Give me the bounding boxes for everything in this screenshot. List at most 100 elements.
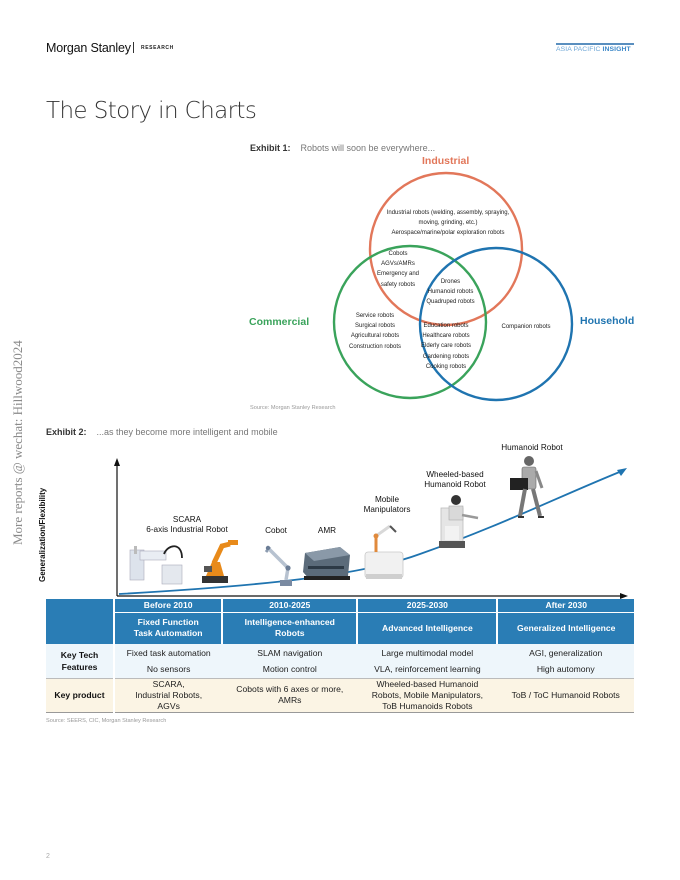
exhibit2-label: Exhibit 2: xyxy=(46,427,87,437)
region-household-only: Companion robots xyxy=(491,322,561,332)
circle-household xyxy=(418,246,574,402)
cell-line: Cobots with 6 axes or more, xyxy=(236,684,344,694)
stage-header: Generalized Intelligence xyxy=(496,612,634,644)
cell-line: Wheeled-based Humanoid xyxy=(376,678,479,689)
region-all-three: Drones Humanoid robots Quadruped robots xyxy=(418,277,483,308)
exhibit1-title: Robots will soon be everywhere... xyxy=(300,143,436,153)
exhibit2-heading: Exhibit 2: ...as they become more intelli… xyxy=(46,427,278,437)
table-cell: High automony xyxy=(497,661,634,678)
table-cell: Cobots with 6 axes or more,AMRs xyxy=(222,677,358,713)
region-item: Service robots xyxy=(355,313,395,319)
region-industrial-only: Industrial robots (welding, assembly, sp… xyxy=(383,208,513,239)
wheeled-humanoid-image xyxy=(439,495,479,548)
exhibit2-source: Source: SEERS, CIC, Morgan Stanley Resea… xyxy=(46,718,167,724)
period-header: Before 2010 xyxy=(112,599,223,613)
brand-logo: Morgan Stanley xyxy=(46,41,131,55)
set-label-commercial: Commercial xyxy=(249,316,310,328)
robot-label-line: 6-axis Industrial Robot xyxy=(146,525,228,534)
region-commercial-household: Education robots Healthcare robots Elder… xyxy=(411,321,481,372)
series-label: ASIA PACIFIC INSIGHT xyxy=(556,46,631,53)
circle-commercial xyxy=(332,244,488,400)
table-cell: Large multimodal model xyxy=(357,644,498,661)
page-number: 2 xyxy=(46,853,50,860)
cell-line: ToB Humanoids Robots xyxy=(382,700,473,711)
table-cell: No sensors xyxy=(114,661,223,678)
table-cell: VLA, reinforcement learning xyxy=(357,661,498,678)
table-period-row: Before 2010 2010-2025 2025-2030 After 20… xyxy=(46,599,634,644)
region-item: Aerospace/marine/polar exploration robot… xyxy=(391,230,505,237)
row-header-line: Features xyxy=(61,661,98,672)
table-cell: SCARA,Industrial Robots,AGVs xyxy=(114,677,223,713)
region-item: Humanoid robots xyxy=(427,289,474,296)
robot-label-line: Wheeled-based xyxy=(426,470,484,479)
table-cell: AGI, generalization xyxy=(497,644,634,661)
region-item: AGVs/AMRs xyxy=(381,261,415,268)
cell-line: SCARA, xyxy=(152,678,185,689)
scara-robot-image xyxy=(129,545,183,585)
table-row: No sensors Motion control VLA, reinforce… xyxy=(46,661,634,678)
stage-line: Generalized Intelligence xyxy=(517,622,616,633)
region-item: moving, grinding, etc.) xyxy=(418,220,478,227)
region-item: Industrial robots (welding, assembly, sp… xyxy=(386,210,510,216)
robot-label-line: Humanoid Robot xyxy=(424,480,486,489)
period-header: After 2030 xyxy=(496,599,634,613)
cell-line: Robots, Mobile Manipulators, xyxy=(371,689,483,700)
series-suffix: INSIGHT xyxy=(602,46,631,53)
set-label-industrial: Industrial xyxy=(422,155,470,167)
cobot-image xyxy=(264,545,292,586)
industrial-robot-image xyxy=(202,540,238,583)
table-cell: SLAM navigation xyxy=(222,644,358,661)
venn-circles xyxy=(332,171,574,402)
cell-line: AGVs xyxy=(157,700,180,711)
y-axis-arrow xyxy=(114,458,120,466)
region-item: Surgical robots xyxy=(354,323,396,330)
stage-line: Fixed Function xyxy=(137,617,199,628)
row-header-line: Key Tech xyxy=(60,649,99,660)
exhibit1-label: Exhibit 1: xyxy=(250,143,291,153)
venn-diagram: Industrial Commercial Household Industri… xyxy=(240,150,650,410)
region-item: Emergency and xyxy=(376,271,420,278)
robot-label-amr: AMR xyxy=(317,526,337,535)
page-title: The Story in Charts xyxy=(46,98,257,124)
growth-curve xyxy=(118,470,623,595)
region-item: Healthcare robots xyxy=(422,333,470,340)
exhibit1-heading: Exhibit 1: Robots will soon be everywhere… xyxy=(250,143,435,153)
row-header-key-product: Key product xyxy=(46,677,115,713)
exhibit2-title: ...as they become more intelligent and m… xyxy=(96,427,278,437)
mobile-manipulator-image xyxy=(364,524,404,579)
region-item: Drones xyxy=(440,279,461,285)
robot-label-cobot: Cobot xyxy=(265,526,287,535)
region-item: Companion robots xyxy=(501,324,551,330)
robot-label-scara: SCARA 6-axis Industrial Robot xyxy=(141,515,233,535)
set-label-household: Household xyxy=(580,315,635,327)
period-header: 2025-2030 xyxy=(356,599,498,613)
robot-label-line: Manipulators xyxy=(363,505,411,514)
region-item: Gardening robots xyxy=(422,353,470,360)
region-item: Education robots xyxy=(423,323,469,329)
brand-divider xyxy=(133,42,134,53)
region-item: Cobots xyxy=(388,251,408,257)
table-cell: Motion control xyxy=(222,661,358,678)
x-axis-arrow xyxy=(620,593,628,599)
table-row: Key product SCARA,Industrial Robots,AGVs… xyxy=(46,677,634,713)
amr-image xyxy=(303,547,350,580)
cell-line: Industrial Robots, xyxy=(135,689,203,700)
region-item: Construction robots xyxy=(348,343,402,350)
cell-line: ToB / ToC Humanoid Robots xyxy=(511,689,620,700)
robot-label-line: Mobile xyxy=(374,495,400,504)
cell-line: AMRs xyxy=(278,695,302,705)
region-item: safety robots xyxy=(380,281,416,288)
evolution-chart xyxy=(114,456,628,599)
robot-label-humanoid: Humanoid Robot xyxy=(501,443,563,452)
evolution-table: Before 2010 2010-2025 2025-2030 After 20… xyxy=(46,599,634,713)
stage-line: Advanced Intelligence xyxy=(381,622,473,633)
region-item: Agricultural robots xyxy=(350,333,400,340)
table-cell: ToB / ToC Humanoid Robots xyxy=(497,677,634,713)
robot-label-mobile-manipulators: Mobile Manipulators xyxy=(357,495,417,515)
